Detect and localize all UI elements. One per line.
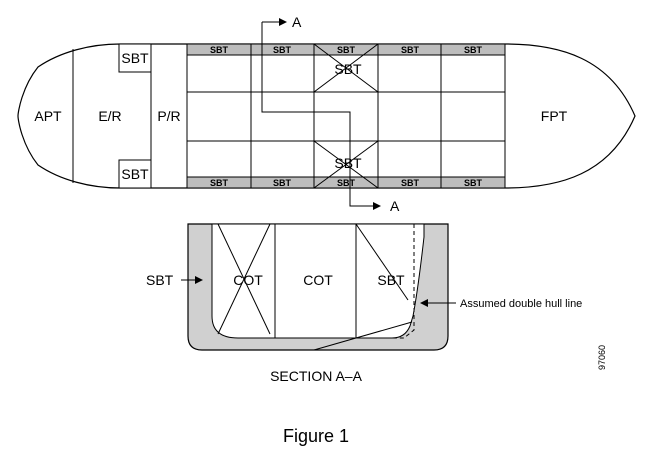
top-strip-label: SBT bbox=[337, 45, 356, 55]
figure-caption: Figure 1 bbox=[283, 426, 349, 446]
label-fpt: FPT bbox=[541, 108, 568, 124]
sbt-engine-bottom-box bbox=[118, 159, 152, 189]
top-strip-label: SBT bbox=[210, 45, 229, 55]
plan-view: APT E/R P/R FPT SBT SBT SBT SBT SBT SBT … bbox=[17, 14, 636, 214]
bottom-strip-label: SBT bbox=[273, 178, 292, 188]
bottom-strip-label: SBT bbox=[464, 178, 483, 188]
label-apt: APT bbox=[34, 108, 62, 124]
bottom-strip-label: SBT bbox=[337, 178, 356, 188]
assumed-double-hull-line bbox=[356, 224, 415, 339]
section-view: SBT Assumed double hull line COT COT SBT… bbox=[146, 223, 582, 384]
label-section-sbt-right: SBT bbox=[377, 272, 405, 288]
label-section-sbt-left: SBT bbox=[146, 272, 174, 288]
sbt-x-bottom-mark bbox=[313, 140, 379, 189]
figure-id-number: 97060 bbox=[597, 345, 607, 370]
top-strip-label: SBT bbox=[401, 45, 420, 55]
section-line-a-a bbox=[261, 22, 381, 210]
sbt-engine-top-box bbox=[118, 43, 152, 73]
section-marker-top: A bbox=[292, 14, 302, 30]
section-sbt-diagonal bbox=[355, 223, 409, 301]
section-inner-bottom-line bbox=[313, 321, 413, 351]
label-section-cot-center: COT bbox=[303, 272, 333, 288]
label-er: E/R bbox=[98, 108, 121, 124]
label-pr: P/R bbox=[157, 108, 180, 124]
section-cot-x-mark bbox=[217, 223, 271, 335]
label-sbt-engine-top: SBT bbox=[121, 50, 149, 66]
top-strip-label: SBT bbox=[273, 45, 292, 55]
label-sbt-engine-bottom: SBT bbox=[121, 166, 149, 182]
bottom-strip-label: SBT bbox=[401, 178, 420, 188]
label-double-hull-note: Assumed double hull line bbox=[460, 298, 582, 310]
section-marker-bottom: A bbox=[390, 198, 400, 214]
hull-outline bbox=[17, 43, 636, 189]
section-title: SECTION A–A bbox=[270, 368, 362, 384]
label-sbt-x-bottom: SBT bbox=[334, 155, 362, 171]
sbt-x-top-mark bbox=[313, 43, 379, 93]
bottom-strip-label: SBT bbox=[210, 178, 229, 188]
top-strip-label: SBT bbox=[464, 45, 483, 55]
label-sbt-x-top: SBT bbox=[334, 61, 362, 77]
label-section-cot-left: COT bbox=[233, 272, 263, 288]
